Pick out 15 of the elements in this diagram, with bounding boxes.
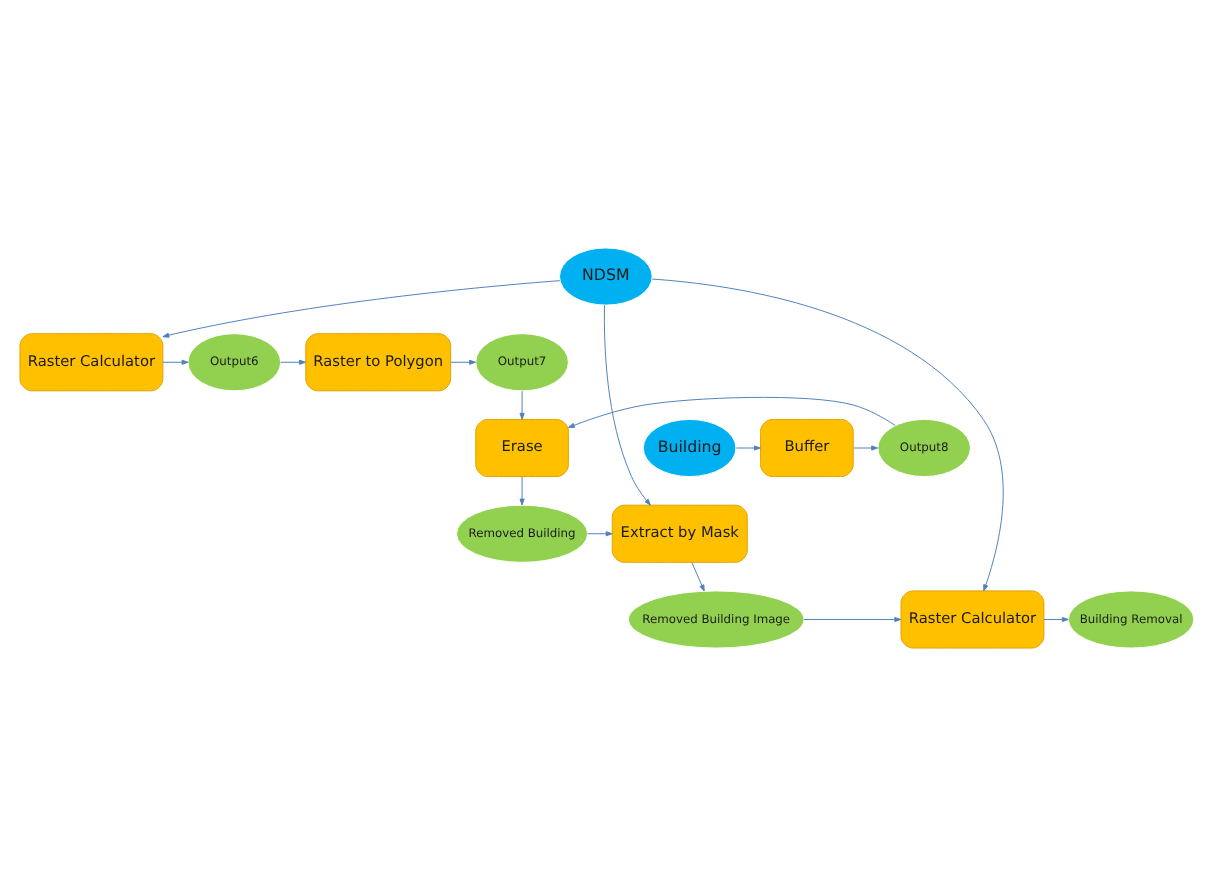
- arrow: [280, 358, 306, 364]
- arrow: [735, 444, 761, 450]
- arrow: [519, 389, 525, 419]
- arrow: [568, 395, 896, 427]
- arrow: [587, 530, 613, 536]
- arrow: [803, 615, 902, 622]
- arrow: [691, 561, 705, 591]
- arrow: [162, 358, 189, 364]
- arrow: [651, 277, 1004, 591]
- arrow: [603, 303, 651, 505]
- arrow: [162, 279, 561, 337]
- arrow: [450, 358, 476, 364]
- arrow: [519, 475, 525, 505]
- arrow: [853, 444, 879, 450]
- arrow: [1043, 615, 1069, 622]
